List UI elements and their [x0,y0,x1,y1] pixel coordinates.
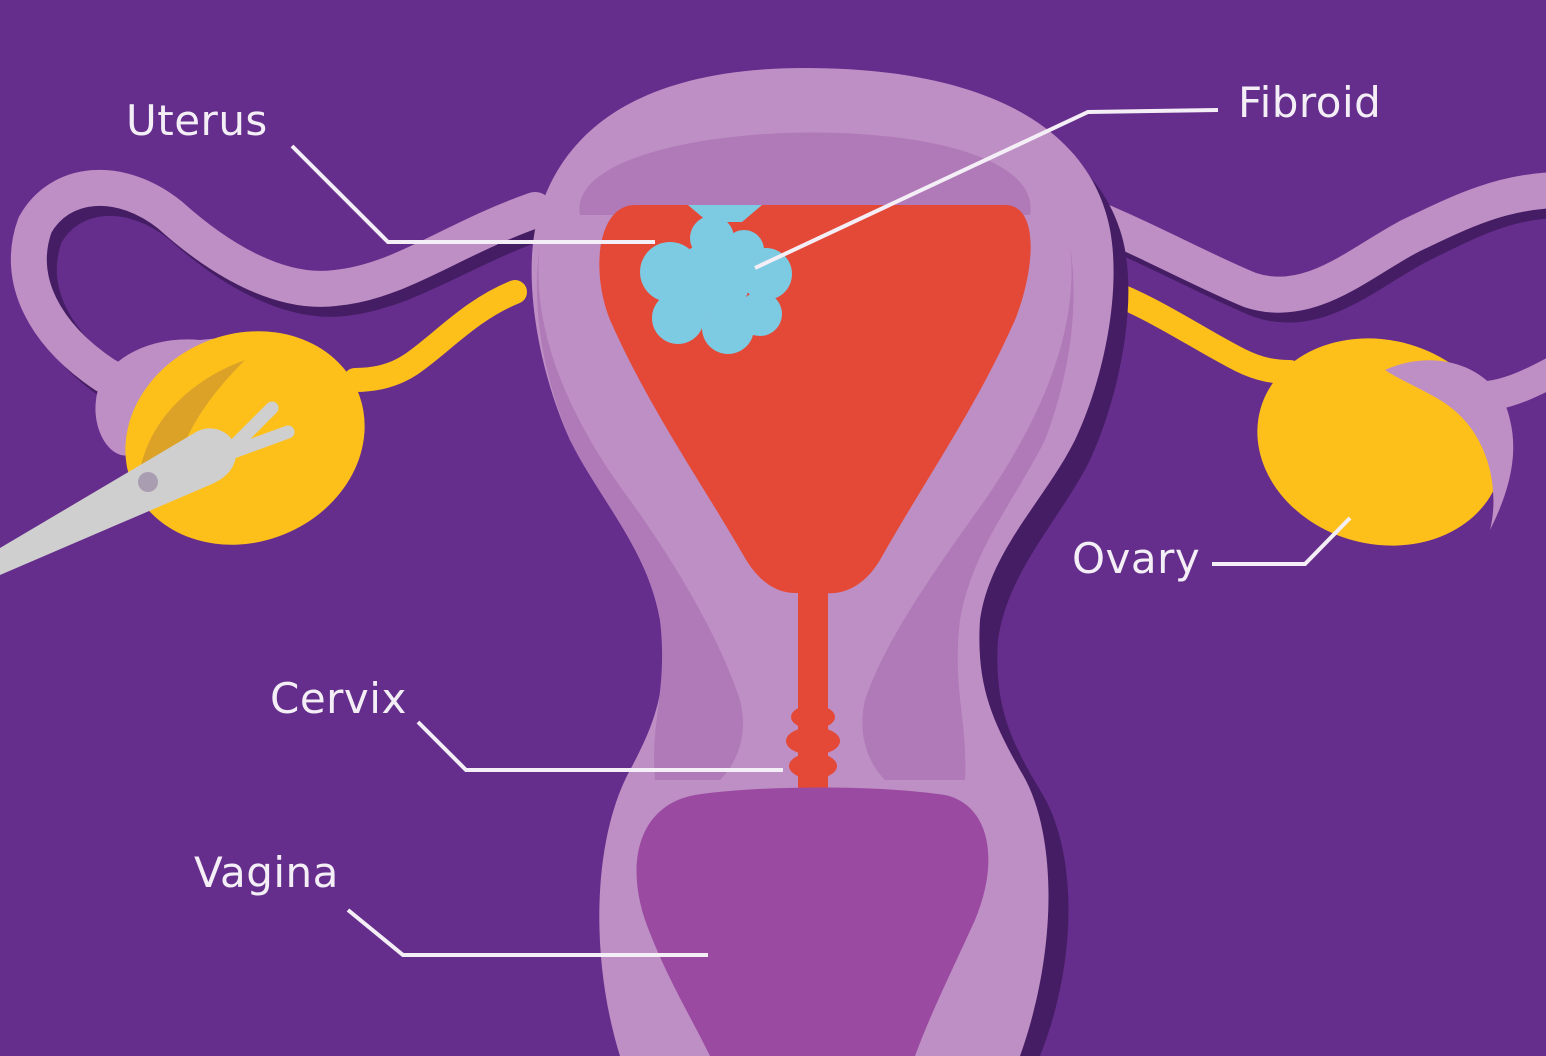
ovary-label: Ovary [1072,534,1201,583]
uterus-inner-wall [579,132,1031,215]
vagina-leader-line [346,908,708,957]
left-fallopian-tube [10,169,563,456]
laparoscopic-grasper-icon [0,401,295,575]
vagina [636,787,989,1056]
cervix-leader-line [416,720,783,772]
uterus-label: Uterus [126,96,268,145]
fibroid-label: Fibroid [1238,78,1382,127]
fibroid [640,205,792,354]
ovary-leader-line [1212,516,1352,566]
cervix-label: Cervix [270,674,407,723]
cervical-canal [786,588,840,798]
uterus-inner-left [536,245,744,780]
right-fimbria [1385,360,1514,530]
uterus-inner-right [862,245,1074,780]
fibroid-leader-line [754,108,1219,270]
uterus-leader-line [290,144,655,244]
vagina-label: Vagina [194,848,339,897]
